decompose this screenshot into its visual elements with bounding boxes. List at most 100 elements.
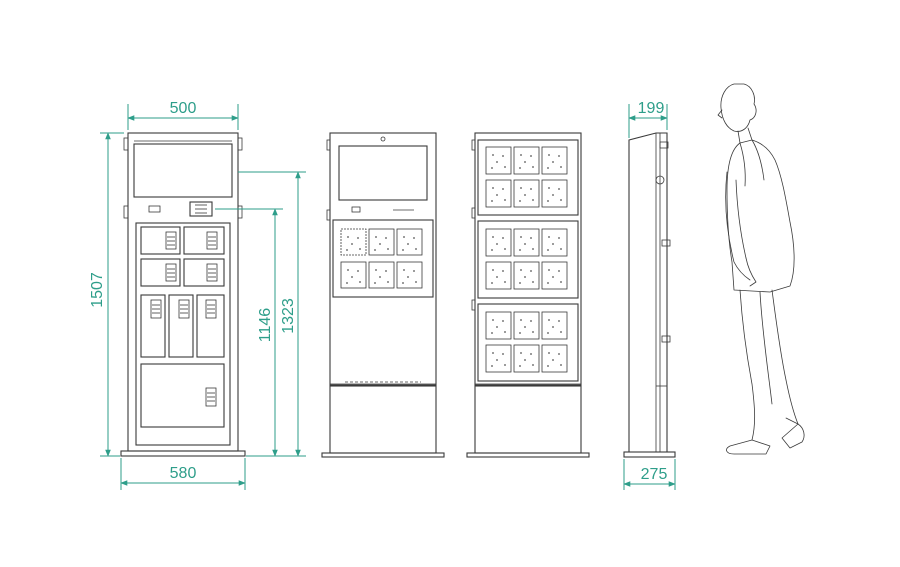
door-dot	[347, 269, 349, 271]
front-view-variant	[321, 132, 445, 458]
door-dot	[519, 200, 521, 202]
card-slot	[148, 205, 161, 213]
door-dot	[351, 243, 353, 245]
side-view	[623, 132, 676, 458]
door-dot	[530, 353, 532, 355]
door-dot	[532, 364, 534, 366]
door-dot	[524, 161, 526, 163]
screen	[133, 143, 233, 198]
door-dot	[491, 282, 493, 284]
door-dot	[496, 161, 498, 163]
door-dot	[502, 188, 504, 190]
locker-door	[183, 226, 225, 255]
door-dot	[504, 281, 506, 283]
door-dot	[524, 326, 526, 328]
door-dot	[519, 249, 521, 251]
door-dot	[385, 237, 387, 239]
door-dot	[532, 199, 534, 201]
dim-side-base-depth: 275	[641, 466, 668, 483]
terminal-keypad	[189, 201, 213, 217]
door-dot	[548, 319, 550, 321]
door-dot	[520, 319, 522, 321]
door-dot	[520, 154, 522, 156]
door-dot	[403, 269, 405, 271]
door-dot	[491, 200, 493, 202]
door-dot	[402, 282, 404, 284]
door-dot	[560, 281, 562, 283]
door-dot	[415, 248, 417, 250]
dimension-lines	[100, 104, 306, 490]
door-dot	[502, 353, 504, 355]
door-dot	[532, 166, 534, 168]
locker-panel	[477, 220, 579, 299]
door-dot	[524, 194, 526, 196]
door-dot	[552, 326, 554, 328]
dim-side-top-depth: 199	[638, 100, 665, 117]
door-dot	[491, 365, 493, 367]
door-dot	[504, 331, 506, 333]
base-plinth	[466, 452, 590, 458]
base-plinth	[120, 450, 246, 457]
side-base	[623, 451, 676, 458]
door-dot	[552, 276, 554, 278]
front-view-all-lockers	[466, 132, 590, 458]
door-dot	[524, 276, 526, 278]
door-dot	[385, 270, 387, 272]
door-dot	[552, 243, 554, 245]
door-dot	[519, 167, 521, 169]
door-dot	[547, 167, 549, 169]
door-dot	[560, 364, 562, 366]
cabinet-outline	[474, 132, 582, 386]
door-dot	[415, 281, 417, 283]
door-dot	[502, 320, 504, 322]
door-dot	[504, 364, 506, 366]
dim-total-height: 1507	[89, 272, 106, 308]
cabinet-base	[329, 385, 437, 454]
locker-door	[140, 258, 181, 287]
door-dot	[558, 237, 560, 239]
door-dot	[519, 365, 521, 367]
door-dot	[548, 154, 550, 156]
door-dot	[547, 332, 549, 334]
locker-door	[168, 294, 194, 358]
door-dot	[520, 269, 522, 271]
door-dot	[387, 281, 389, 283]
door-dot	[547, 282, 549, 284]
door-dot	[502, 155, 504, 157]
door-dot	[560, 199, 562, 201]
dim-screen-height: 1323	[280, 298, 297, 334]
door-dot	[346, 249, 348, 251]
door-dot	[347, 236, 349, 238]
door-dot	[491, 167, 493, 169]
front-view-dimensioned	[120, 132, 246, 457]
door-dot	[552, 194, 554, 196]
door-dot	[492, 154, 494, 156]
locker-door	[140, 294, 166, 358]
door-dot	[558, 188, 560, 190]
locker-panel	[332, 219, 434, 298]
door-dot	[519, 332, 521, 334]
door-dot	[502, 237, 504, 239]
door-dot	[560, 248, 562, 250]
door-dot	[403, 236, 405, 238]
door-dot	[407, 243, 409, 245]
door-dot	[560, 331, 562, 333]
cabinet-outline	[127, 132, 239, 452]
door-dot	[375, 269, 377, 271]
side-dimension-lines	[623, 104, 676, 490]
door-dot	[357, 237, 359, 239]
door-dot	[379, 243, 381, 245]
door-dot	[547, 200, 549, 202]
door-dot	[491, 249, 493, 251]
door-dot	[524, 359, 526, 361]
door-dot	[504, 248, 506, 250]
door-dot	[520, 187, 522, 189]
door-dot	[504, 166, 506, 168]
locker-door	[196, 294, 225, 358]
door-dot	[519, 282, 521, 284]
door-dot	[530, 155, 532, 157]
door-dot	[532, 331, 534, 333]
cabinet-outline	[329, 132, 437, 386]
locker-door	[140, 226, 181, 255]
door-dot	[558, 155, 560, 157]
